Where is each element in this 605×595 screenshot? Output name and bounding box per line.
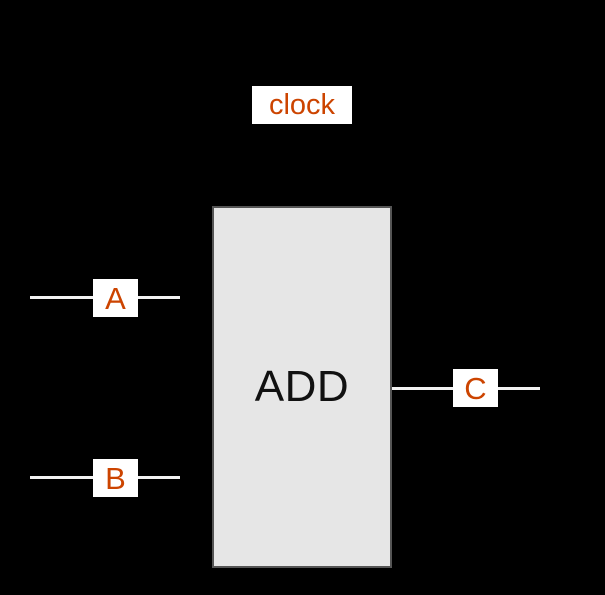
port-label-b-text: B [105, 460, 126, 496]
port-label-b[interactable]: B [93, 459, 138, 497]
port-label-c[interactable]: C [453, 369, 498, 407]
clock-signal-text: clock [268, 88, 336, 121]
port-label-c-text: C [464, 370, 487, 406]
add-block-label: ADD [254, 362, 350, 411]
port-label-a-text: A [105, 280, 126, 316]
clock-signal-label[interactable]: clock [252, 86, 352, 124]
add-block[interactable]: ADD [212, 206, 392, 568]
port-label-a[interactable]: A [93, 279, 138, 317]
